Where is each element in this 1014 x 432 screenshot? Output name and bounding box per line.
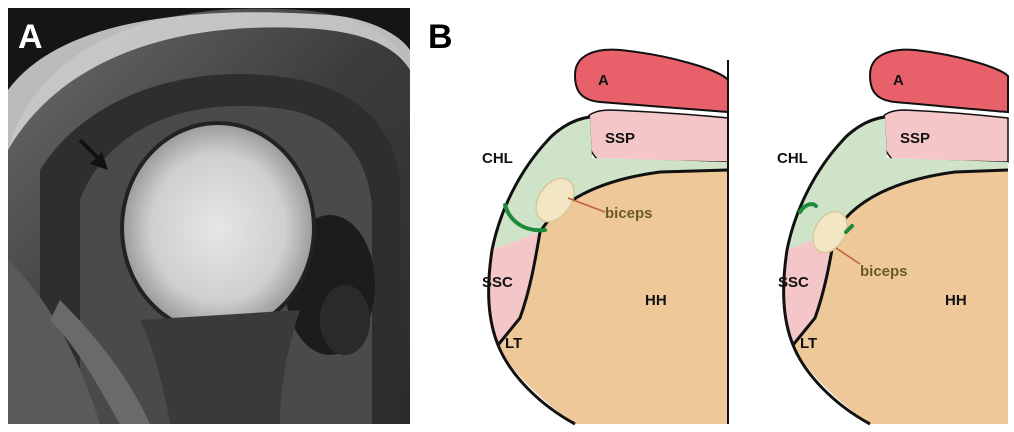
panel-b-letter: B [428,18,453,56]
label-lesser-tuberosity: LT [800,335,817,352]
panel-a-letter: A [18,18,43,56]
label-lesser-tuberosity: LT [505,335,522,352]
diagram-right: A SSP CHL biceps SSC HH LT [777,50,1008,424]
acromion-shape [870,50,1008,112]
label-biceps: biceps [605,205,653,222]
label-humeral-head: HH [945,292,967,309]
diagram-left: A SSP CHL biceps SSC HH LT [482,50,728,424]
label-acromion: A [598,72,609,89]
label-supraspinatus: SSP [605,130,635,147]
label-humeral-head: HH [645,292,667,309]
mri-scapula [320,285,370,355]
label-chl: CHL [777,150,808,167]
label-subscapularis: SSC [778,274,809,291]
label-biceps: biceps [860,263,908,280]
label-acromion: A [893,72,904,89]
label-subscapularis: SSC [482,274,513,291]
label-supraspinatus: SSP [900,130,930,147]
panel-a [8,8,410,424]
label-chl: CHL [482,150,513,167]
